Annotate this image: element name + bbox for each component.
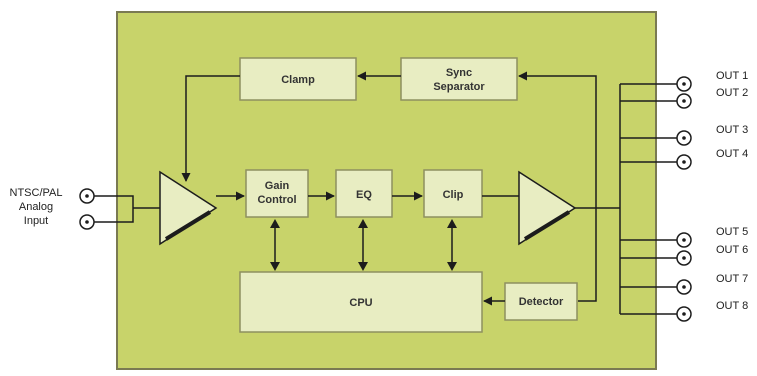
bnc-connector-icon[interactable] — [676, 232, 692, 248]
cpu-block — [239, 271, 483, 333]
input-label-line1: NTSC/PAL — [10, 187, 63, 199]
gain-control-label-line1: Gain — [265, 180, 290, 192]
cpu-label: CPU — [349, 297, 372, 309]
output-label: OUT 8 — [716, 300, 748, 312]
output-label: OUT 3 — [716, 124, 748, 136]
bnc-connector-icon[interactable] — [676, 76, 692, 92]
sync-separator-block — [400, 57, 518, 101]
gain-control-block — [245, 169, 309, 218]
input-section: NTSC/PAL Analog Input — [10, 187, 160, 230]
bnc-connector-icon[interactable] — [676, 93, 692, 109]
detector-block — [504, 282, 578, 321]
bnc-connector-icon[interactable] — [676, 130, 692, 146]
signal-wiring — [181, 71, 621, 314]
bnc-connector-icon[interactable] — [676, 279, 692, 295]
bnc-connector-icon[interactable] — [676, 154, 692, 170]
amplifier-triangle-icon — [518, 170, 577, 246]
output-label: OUT 5 — [716, 226, 748, 238]
bnc-connector-icon[interactable] — [79, 214, 95, 230]
output-label: OUT 2 — [716, 87, 748, 99]
clip-block — [423, 169, 483, 218]
amplifier-triangle-icon — [159, 170, 218, 246]
bnc-connector-icon[interactable] — [79, 188, 95, 204]
cpu-bidirectional-links — [274, 228, 453, 262]
input-label-line3: Input — [24, 215, 48, 227]
gain-control-label-line2: Control — [257, 194, 296, 206]
clamp-block — [239, 57, 357, 101]
output-label: OUT 6 — [716, 244, 748, 256]
output-label: OUT 1 — [716, 70, 748, 82]
output-section: OUT 1 OUT 2 OUT 3 OUT 4 OUT 5 OUT 6 OUT 7 OUT 8 — [620, 70, 748, 322]
clip-label: Clip — [443, 189, 464, 201]
detector-label: Detector — [519, 296, 564, 308]
input-label-line2: Analog — [19, 201, 53, 213]
input-wire — [94, 195, 160, 223]
cpu-link-arrowheads — [270, 219, 457, 271]
output-label: OUT 7 — [716, 273, 748, 285]
clamp-label: Clamp — [281, 74, 315, 86]
output-label: OUT 4 — [716, 148, 748, 160]
eq-block — [335, 169, 393, 218]
bnc-connector-icon[interactable] — [676, 306, 692, 322]
sync-separator-label-line1: Sync — [446, 67, 472, 79]
bnc-connector-icon[interactable] — [676, 250, 692, 266]
eq-label: EQ — [356, 189, 372, 201]
sync-separator-label-line2: Separator — [433, 81, 485, 93]
